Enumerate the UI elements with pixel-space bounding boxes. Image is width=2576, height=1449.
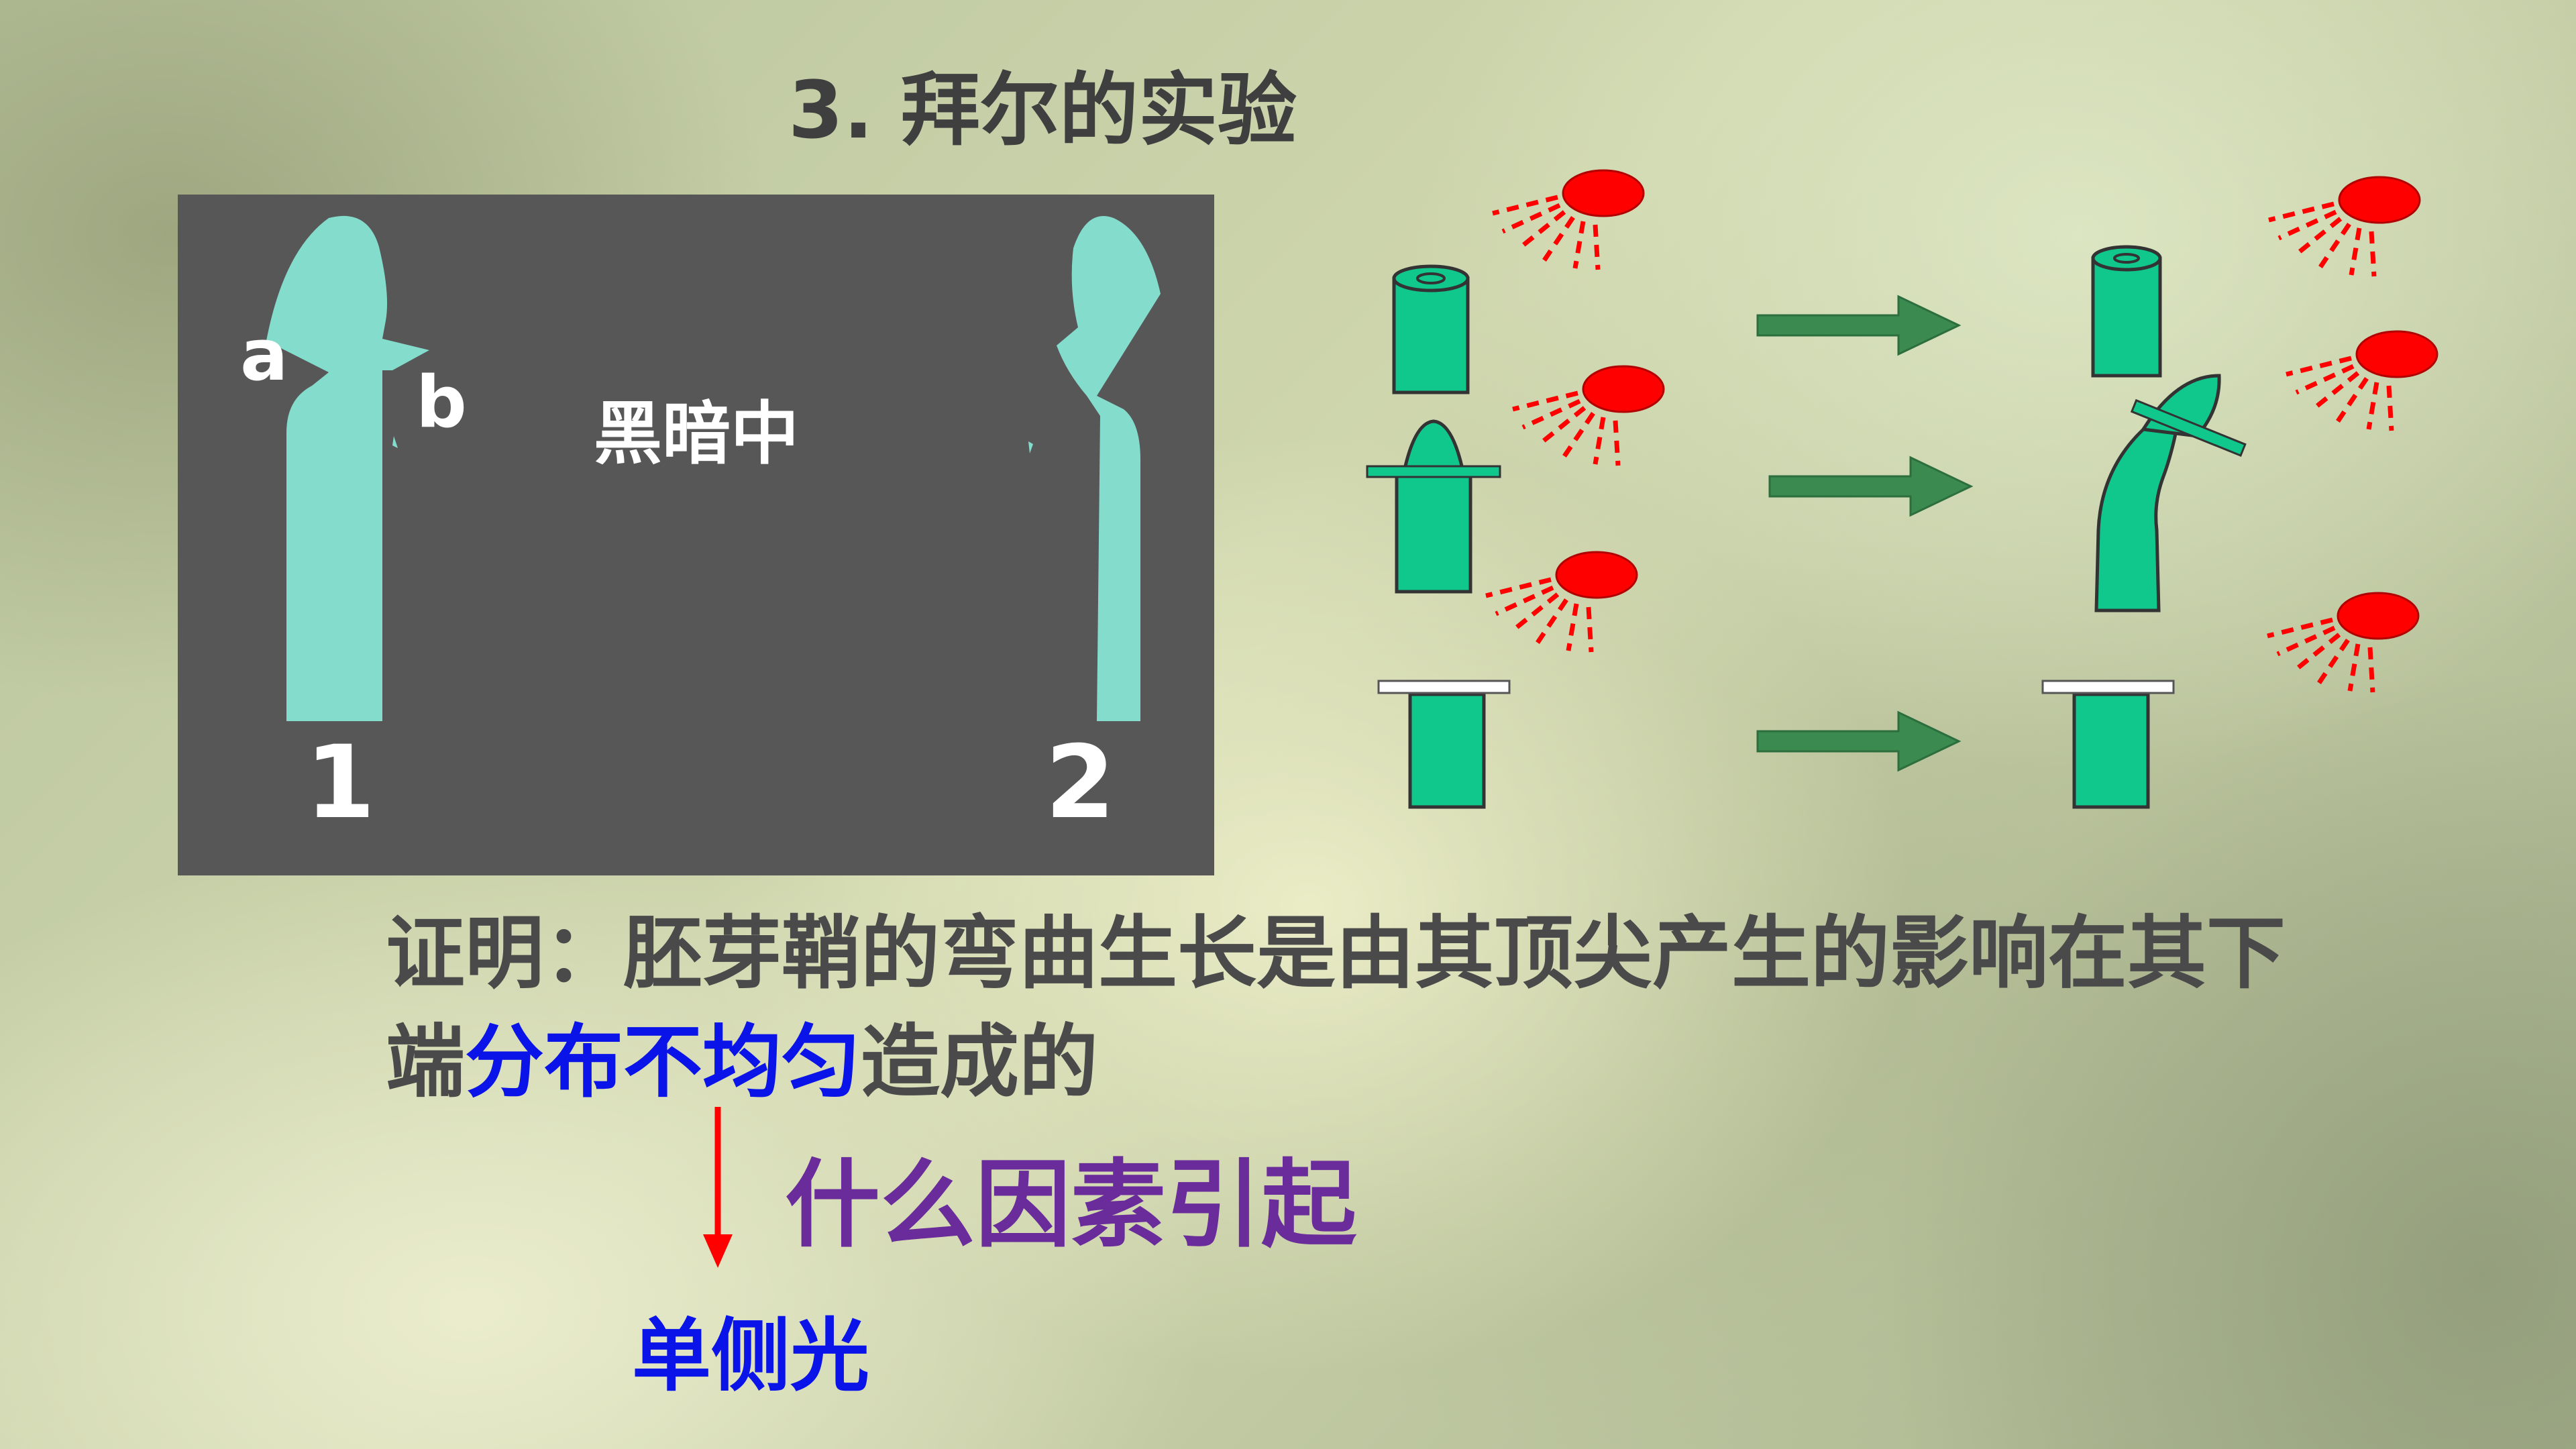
green-arrow-icon — [1756, 294, 1962, 356]
panel-coleoptiles — [266, 215, 1161, 721]
conclusion-suffix: 造成的 — [861, 1016, 1099, 1108]
coleoptile-2-number: 2 — [1045, 724, 1116, 841]
cut-coleoptile-left — [1392, 264, 1470, 394]
dark-experiment-panel — [178, 195, 1214, 875]
plate-coleoptile-left — [1377, 680, 1511, 809]
question-text: 什么因素引起 — [785, 1150, 1356, 1260]
answer-text: 单侧光 — [632, 1309, 870, 1402]
conclusion-text: 证明：胚芽鞘的弯曲生长是由其顶尖产生的影响在其下 端分布不均匀造成的 — [386, 899, 2286, 1116]
tip-on-plate-left — [1366, 419, 1501, 594]
red-light-icon — [2269, 176, 2421, 276]
coleoptile-1-number: 1 — [305, 724, 376, 841]
conclusion-highlight: 分布不均匀 — [465, 1016, 861, 1108]
side-label-a: a — [240, 314, 288, 396]
side-label-b: b — [416, 361, 467, 443]
red-light-icon — [1486, 551, 1638, 652]
coleoptile-1 — [266, 215, 429, 721]
conclusion-line-1: 证明：胚芽鞘的弯曲生长是由其顶尖产生的影响在其下 — [386, 907, 2286, 1000]
red-light-icon — [1513, 365, 1665, 466]
conclusion-prefix: 端 — [386, 1016, 466, 1108]
red-light-icon — [1493, 169, 1645, 270]
slide-title: 3. 拜尔的实验 — [788, 64, 1297, 156]
coleoptile-2 — [1028, 216, 1161, 721]
red-down-arrow-icon — [703, 1107, 733, 1268]
bent-coleoptile-right — [2094, 374, 2247, 612]
cut-coleoptile-right — [2091, 245, 2162, 378]
green-arrow-icon — [1756, 710, 1962, 772]
condition-label: 黑暗中 — [594, 394, 799, 474]
green-arrow-icon — [1768, 455, 1974, 517]
red-light-icon — [2267, 592, 2420, 692]
red-light-icon — [2286, 330, 2438, 431]
plate-coleoptile-right — [2041, 680, 2175, 809]
conclusion-line-2: 端分布不均匀造成的 — [386, 1008, 2286, 1116]
light-experiments — [1366, 169, 2438, 809]
